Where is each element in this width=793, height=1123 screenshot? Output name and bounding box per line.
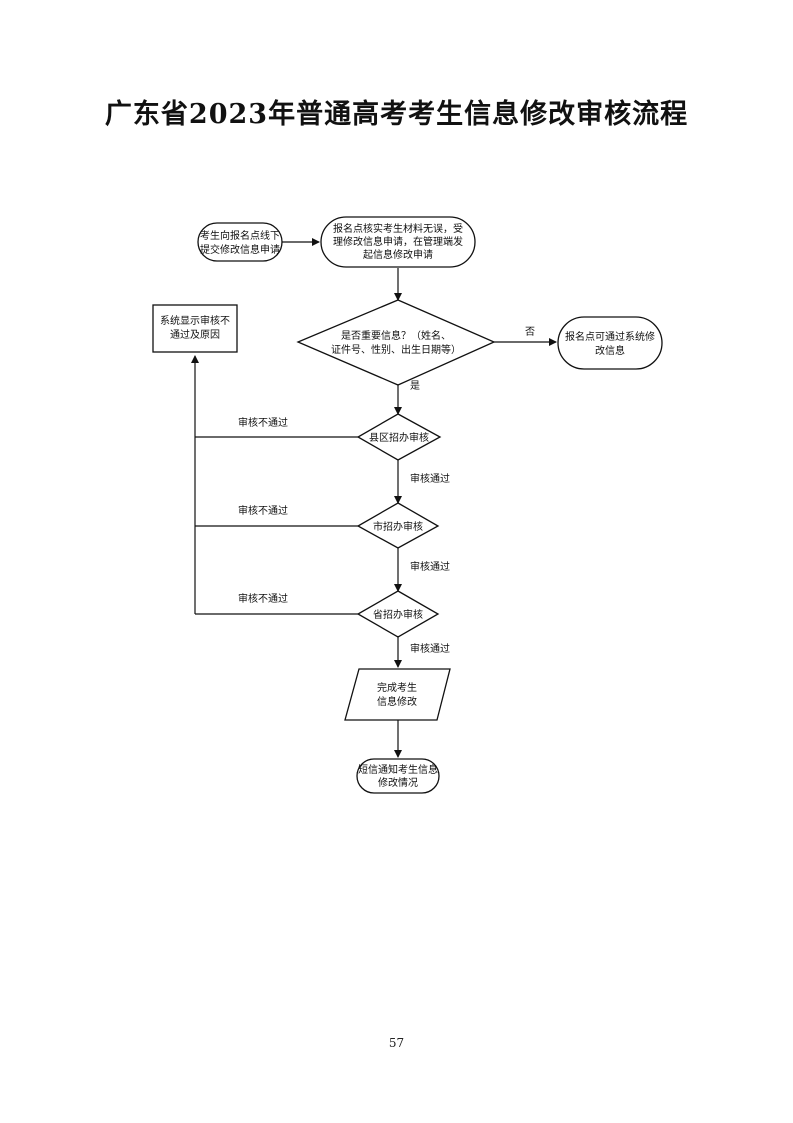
edge-label-pass-city: 审核通过: [410, 560, 450, 573]
node-accept-line-1: 报名点核实考生材料无误，受: [333, 222, 463, 235]
node-reject-notice-line-1: 系统显示审核不: [160, 314, 230, 327]
node-sms-line-2: 修改情况: [378, 776, 418, 789]
edge-label-fail-county: 审核不通过: [238, 416, 288, 429]
node-county-review: 县区招办审核: [356, 413, 442, 461]
node-sms-line-1: 短信通知考生信息: [358, 763, 438, 776]
node-direct-modify: 报名点可通过系统修 改信息: [557, 316, 663, 370]
node-city-review: 市招办审核: [356, 502, 440, 549]
node-complete-line-2: 信息修改: [377, 695, 417, 708]
node-decision: 是否重要信息？（姓名、 证件号、性别、出生日期等）: [296, 299, 496, 386]
node-decision-line-1: 是否重要信息？（姓名、: [341, 329, 451, 342]
edge-label-fail-province: 审核不通过: [238, 592, 288, 605]
node-complete-line-1: 完成考生: [377, 681, 417, 694]
node-accept-line-2: 理修改信息申请，在管理端发: [333, 235, 463, 248]
page-number: 57: [388, 1036, 405, 1050]
node-start: 考生向报名点线下 提交修改信息申请: [197, 222, 283, 262]
node-complete: 完成考生 信息修改: [344, 668, 451, 721]
edge-label-pass-province: 审核通过: [410, 642, 450, 655]
node-direct-modify-line-1: 报名点可通过系统修: [565, 330, 655, 343]
node-decision-line-2: 证件号、性别、出生日期等）: [331, 343, 461, 356]
node-sms: 短信通知考生信息 修改情况: [356, 758, 440, 794]
node-accept-line-3: 起信息修改申请: [363, 248, 433, 261]
edge-label-yes: 是: [410, 380, 420, 392]
node-direct-modify-line-2: 改信息: [595, 344, 625, 357]
node-accept: 报名点核实考生材料无误，受 理修改信息申请，在管理端发 起信息修改申请: [320, 216, 476, 268]
page-title: 广东省2023年普通高考考生信息修改审核流程: [104, 99, 689, 130]
node-county-review-label: 县区招办审核: [369, 431, 429, 444]
edge-label-no: 否: [525, 326, 535, 338]
node-reject-notice: 系统显示审核不 通过及原因: [152, 304, 238, 353]
node-start-line-1: 考生向报名点线下: [200, 229, 280, 242]
connectors: [191, 238, 557, 758]
edge-labels: 否 是 审核不通过 审核不通过 审核不通过 审核通过 审核通过 审核通过: [238, 326, 535, 655]
node-start-line-2: 提交修改信息申请: [200, 243, 280, 256]
node-reject-notice-line-2: 通过及原因: [170, 328, 220, 341]
node-province-review: 省招办审核: [356, 590, 440, 638]
node-city-review-label: 市招办审核: [373, 520, 423, 533]
edge-label-fail-city: 审核不通过: [238, 504, 288, 517]
edge-label-pass-county: 审核通过: [410, 472, 450, 485]
node-province-review-label: 省招办审核: [373, 608, 423, 621]
